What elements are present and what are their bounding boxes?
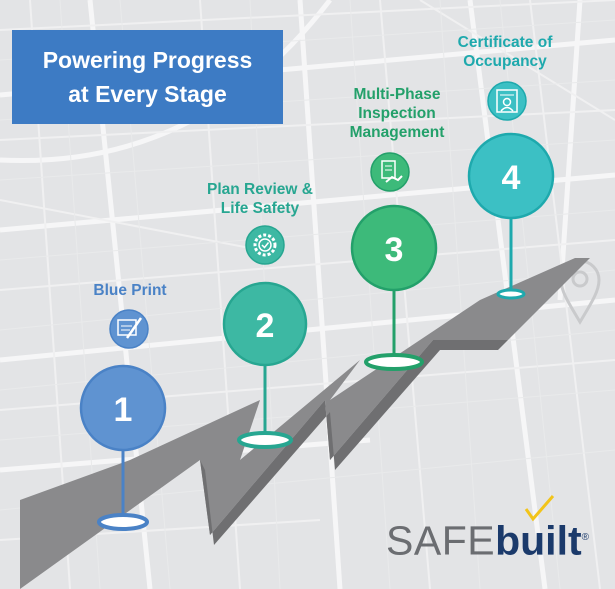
logo-built-text: built [495, 517, 582, 564]
step-3-label: Multi-Phase Inspection Management [322, 85, 472, 142]
step-2-number: 2 [256, 307, 275, 345]
step-1-number: 1 [114, 391, 133, 429]
step-3-label-line-3: Management [349, 124, 445, 141]
step-3-label-line-2: Inspection [358, 105, 436, 122]
step-2-label: Plan Review & Life Safety [190, 180, 330, 218]
step-4-base [496, 288, 526, 300]
step-4-number: 4 [502, 159, 521, 197]
step-4-label-line-1: Certificate of [457, 34, 553, 51]
step-1-label: Blue Print [60, 281, 200, 300]
step-4-label-line-2: Occupancy [463, 53, 547, 70]
step-3-label-line-1: Multi-Phase [353, 86, 441, 103]
blueprint-pencil-icon [109, 309, 149, 349]
logo-registered-mark: ® [581, 532, 589, 543]
step-3-number: 3 [385, 231, 404, 269]
step-2-label-line-1: Plan Review & [207, 181, 313, 198]
title-line-2: at Every Stage [68, 81, 227, 107]
title-line-1: Powering Progress [42, 47, 253, 73]
step-4-label: Certificate of Occupancy [430, 33, 580, 71]
step-4-marker: 4 [467, 132, 555, 220]
logo-safe-text: SAFE [386, 517, 496, 564]
certificate-person-icon [487, 81, 527, 121]
step-1-label-line-1: Blue Print [93, 282, 167, 299]
road-shadow [200, 340, 508, 545]
step-3-base [364, 353, 424, 371]
step-2-base [237, 431, 293, 449]
step-1-base [97, 513, 149, 531]
logo-check-icon [524, 495, 555, 522]
safebuilt-logo: SAFEbuilt® [386, 508, 601, 568]
step-2-marker: 2 [222, 281, 308, 367]
gear-check-icon [245, 225, 285, 265]
road-path [20, 258, 590, 589]
step-3-marker: 3 [350, 204, 438, 292]
title-box: Powering Progress at Every Stage [12, 30, 283, 124]
step-1-marker: 1 [79, 364, 167, 452]
step-2-label-line-2: Life Safety [220, 200, 300, 217]
clipboard-handshake-icon [370, 152, 410, 192]
